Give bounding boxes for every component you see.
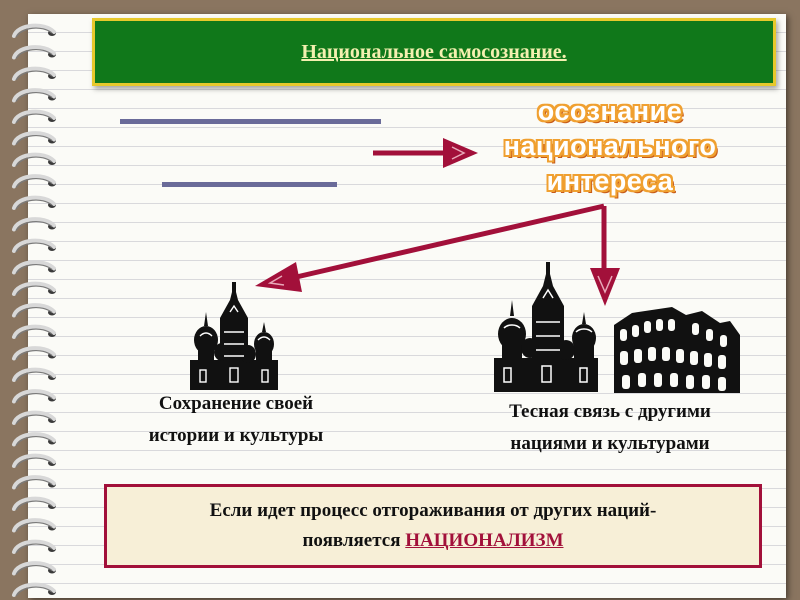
target-line-2: национального (503, 131, 717, 161)
blank-line-2 (162, 182, 337, 187)
left-caption: Сохранение своей истории и культуры (106, 388, 366, 452)
nationalism-note: Если идет процесс отгораживания от други… (104, 484, 762, 568)
colosseum-icon (614, 307, 740, 393)
arrow-to-target (373, 138, 478, 168)
right-caption-line-2: нациями и культурами (510, 433, 710, 454)
left-caption-line-1: Сохранение своей (158, 393, 314, 414)
left-caption-line-2: истории и культуры (148, 425, 324, 446)
right-caption: Тесная связь с другими нациями и культур… (460, 396, 760, 460)
blank-line-1 (120, 119, 381, 124)
spiral-binding (12, 23, 56, 597)
target-line-1: осознание (537, 96, 683, 126)
note-prefix: появляется (302, 530, 401, 551)
note-line-2: появляется НАЦИОНАЛИЗМ (302, 526, 563, 556)
cathedral-icon (190, 282, 278, 390)
cathedral-icon (494, 262, 598, 392)
page-title: Национальное самосознание. (301, 40, 567, 63)
national-interest-label: осознание национального интереса (460, 94, 760, 199)
arrow-to-left (255, 203, 605, 292)
right-caption-line-1: Тесная связь с другими (509, 401, 711, 422)
arrow-to-right (590, 206, 620, 306)
nationalism-keyword: НАЦИОНАЛИЗМ (405, 530, 564, 551)
target-line-3: интереса (546, 166, 674, 196)
title-banner: Национальное самосознание. (92, 18, 776, 86)
note-line-1: Если идет процесс отгораживания от други… (209, 500, 657, 521)
